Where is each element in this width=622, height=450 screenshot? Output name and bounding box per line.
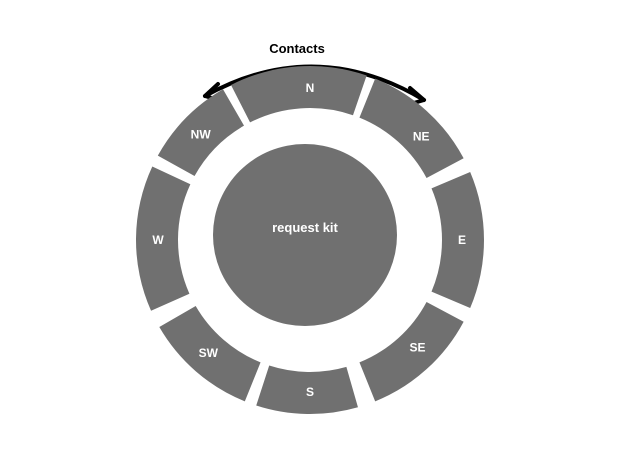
segment-nw[interactable]: NW [157,89,244,177]
segment-e[interactable]: E [431,172,484,308]
segment-e-shape[interactable] [431,172,484,308]
segment-ne-shape[interactable] [359,78,464,179]
segment-s[interactable]: S [256,365,358,414]
request-kit-disc[interactable] [213,144,397,326]
segment-w-shape[interactable] [136,166,191,311]
segment-s-shape[interactable] [256,365,358,414]
segment-nw-shape[interactable] [157,89,244,177]
segment-n-shape[interactable] [231,66,367,123]
request-kit-button[interactable]: request kit [213,144,397,326]
contacts-label: Contacts [269,41,325,56]
segment-sw[interactable]: SW [159,306,261,402]
segment-sw-shape[interactable] [159,306,261,402]
segment-se[interactable]: SE [359,301,464,402]
segment-se-shape[interactable] [359,301,464,402]
segment-w[interactable]: W [136,166,191,311]
